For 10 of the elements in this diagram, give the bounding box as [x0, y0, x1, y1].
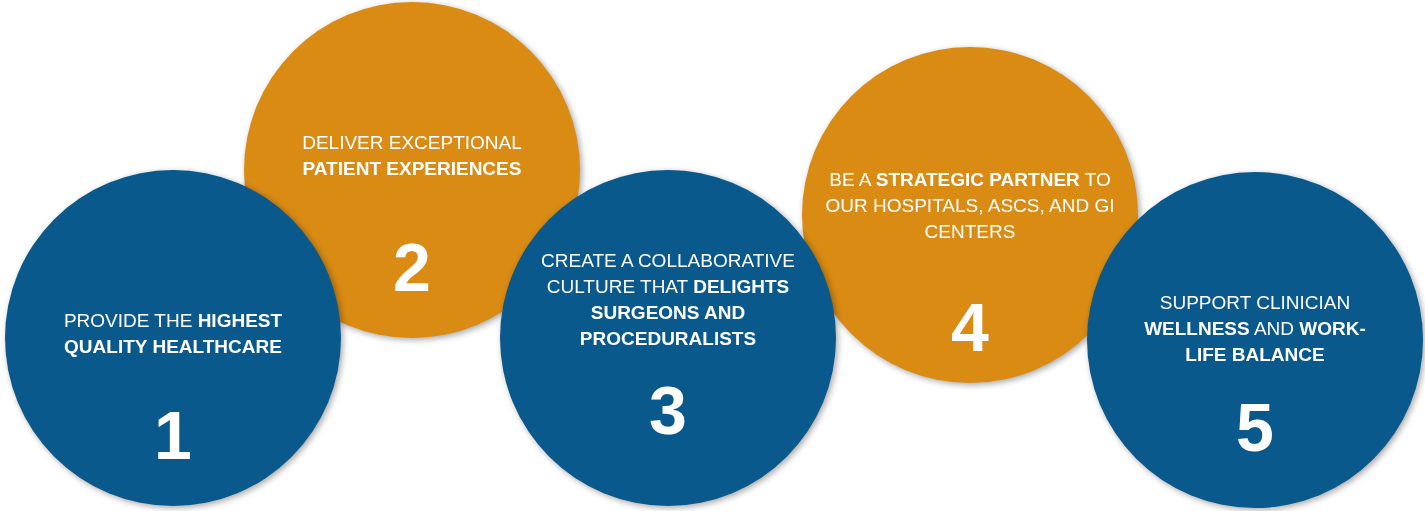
step-number: 4 — [951, 288, 989, 367]
circle-text: CREATE A COLLABORATIVE CULTURE THAT DELIGHTS SURGEONS AND PROCEDURALISTS — [540, 249, 796, 351]
circle-text: SUPPORT CLINICIAN WELLNESS AND WORK-LIFE BALANCE — [1143, 291, 1367, 367]
circle-text: DELIVER EXCEPTIONAL PATIENT EXPERIENCES — [301, 131, 523, 181]
step-number: 3 — [649, 371, 687, 450]
circle-text: BE A STRATEGIC PARTNER TO OUR HOSPITALS, ASCS, AND GI CENTERS — [825, 168, 1115, 244]
circle-text: PROVIDE THE HIGHEST QUALITY HEALTHCARE — [62, 309, 284, 359]
step-number: 2 — [393, 228, 431, 307]
step-number: 1 — [154, 396, 192, 475]
step-number: 5 — [1236, 388, 1274, 467]
